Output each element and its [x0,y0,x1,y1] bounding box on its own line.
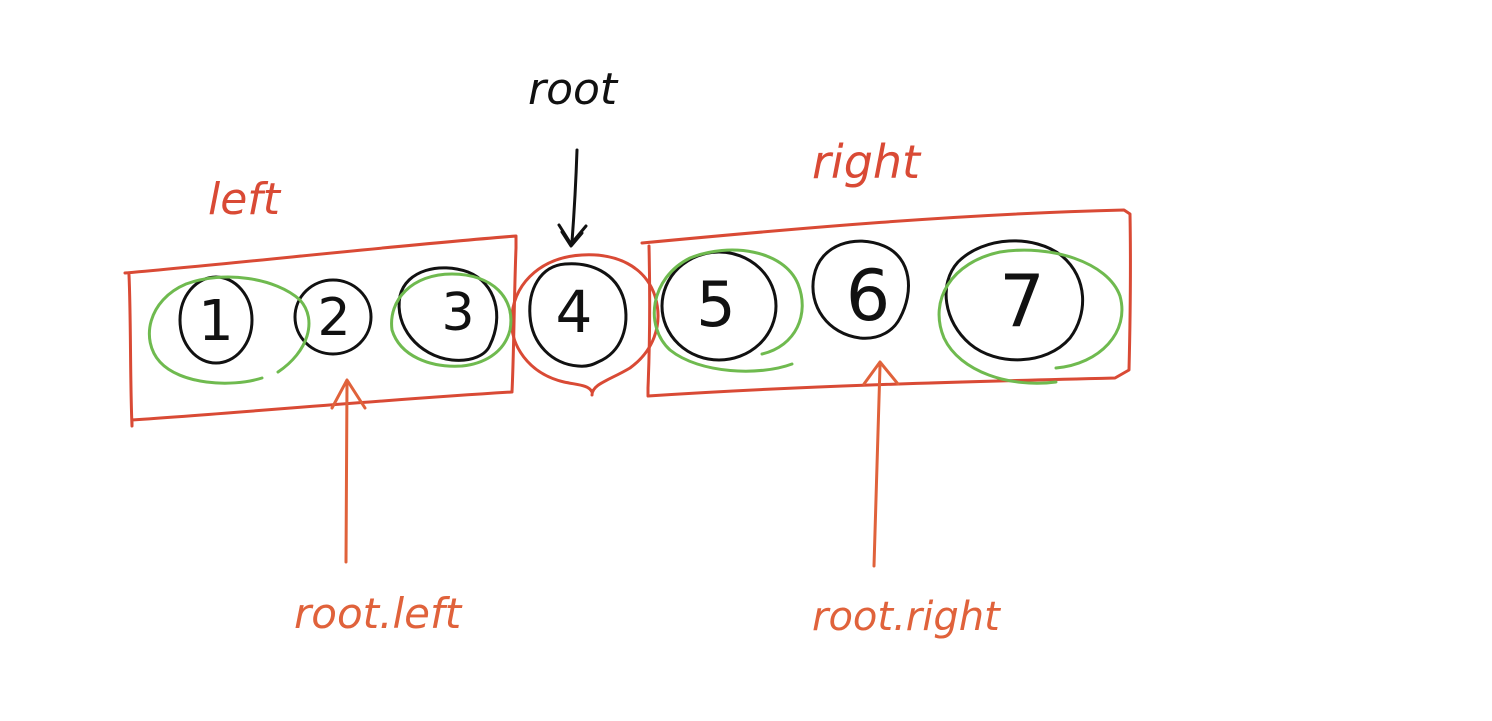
node-circle-7 [944,239,1085,362]
node-circle-6 [811,239,910,340]
green-ellipse-5 [652,248,804,373]
node-circle-2 [293,278,373,356]
green-ellipse-1 [147,275,311,385]
green-groupings [147,248,1124,385]
root-node-highlight [510,253,660,397]
node-label-3: 3 [441,283,474,343]
green-ellipse-7 [937,248,1124,385]
node-label-4: 4 [556,278,593,346]
root-label: root [528,64,619,115]
node-circles [178,239,1085,368]
node-label-5: 5 [696,268,735,341]
right-label: right [812,135,922,189]
node-label-7: 7 [999,259,1045,343]
left-subtree-box [123,234,518,428]
right-subtree-box [640,208,1132,398]
node-label-6: 6 [846,255,891,337]
node-circle-4 [528,262,628,368]
root-right-arrow [862,360,900,568]
root-left-label: root.left [294,589,463,638]
node-labels: 1 2 3 4 5 6 7 [198,255,1045,354]
node-label-1: 1 [198,289,234,354]
root-right-label: root.right [812,594,1001,640]
left-label: left [208,174,282,225]
node-label-2: 2 [317,288,350,348]
root-arrow [557,148,588,248]
root-left-arrow [330,378,367,564]
green-ellipse-3 [390,272,513,368]
